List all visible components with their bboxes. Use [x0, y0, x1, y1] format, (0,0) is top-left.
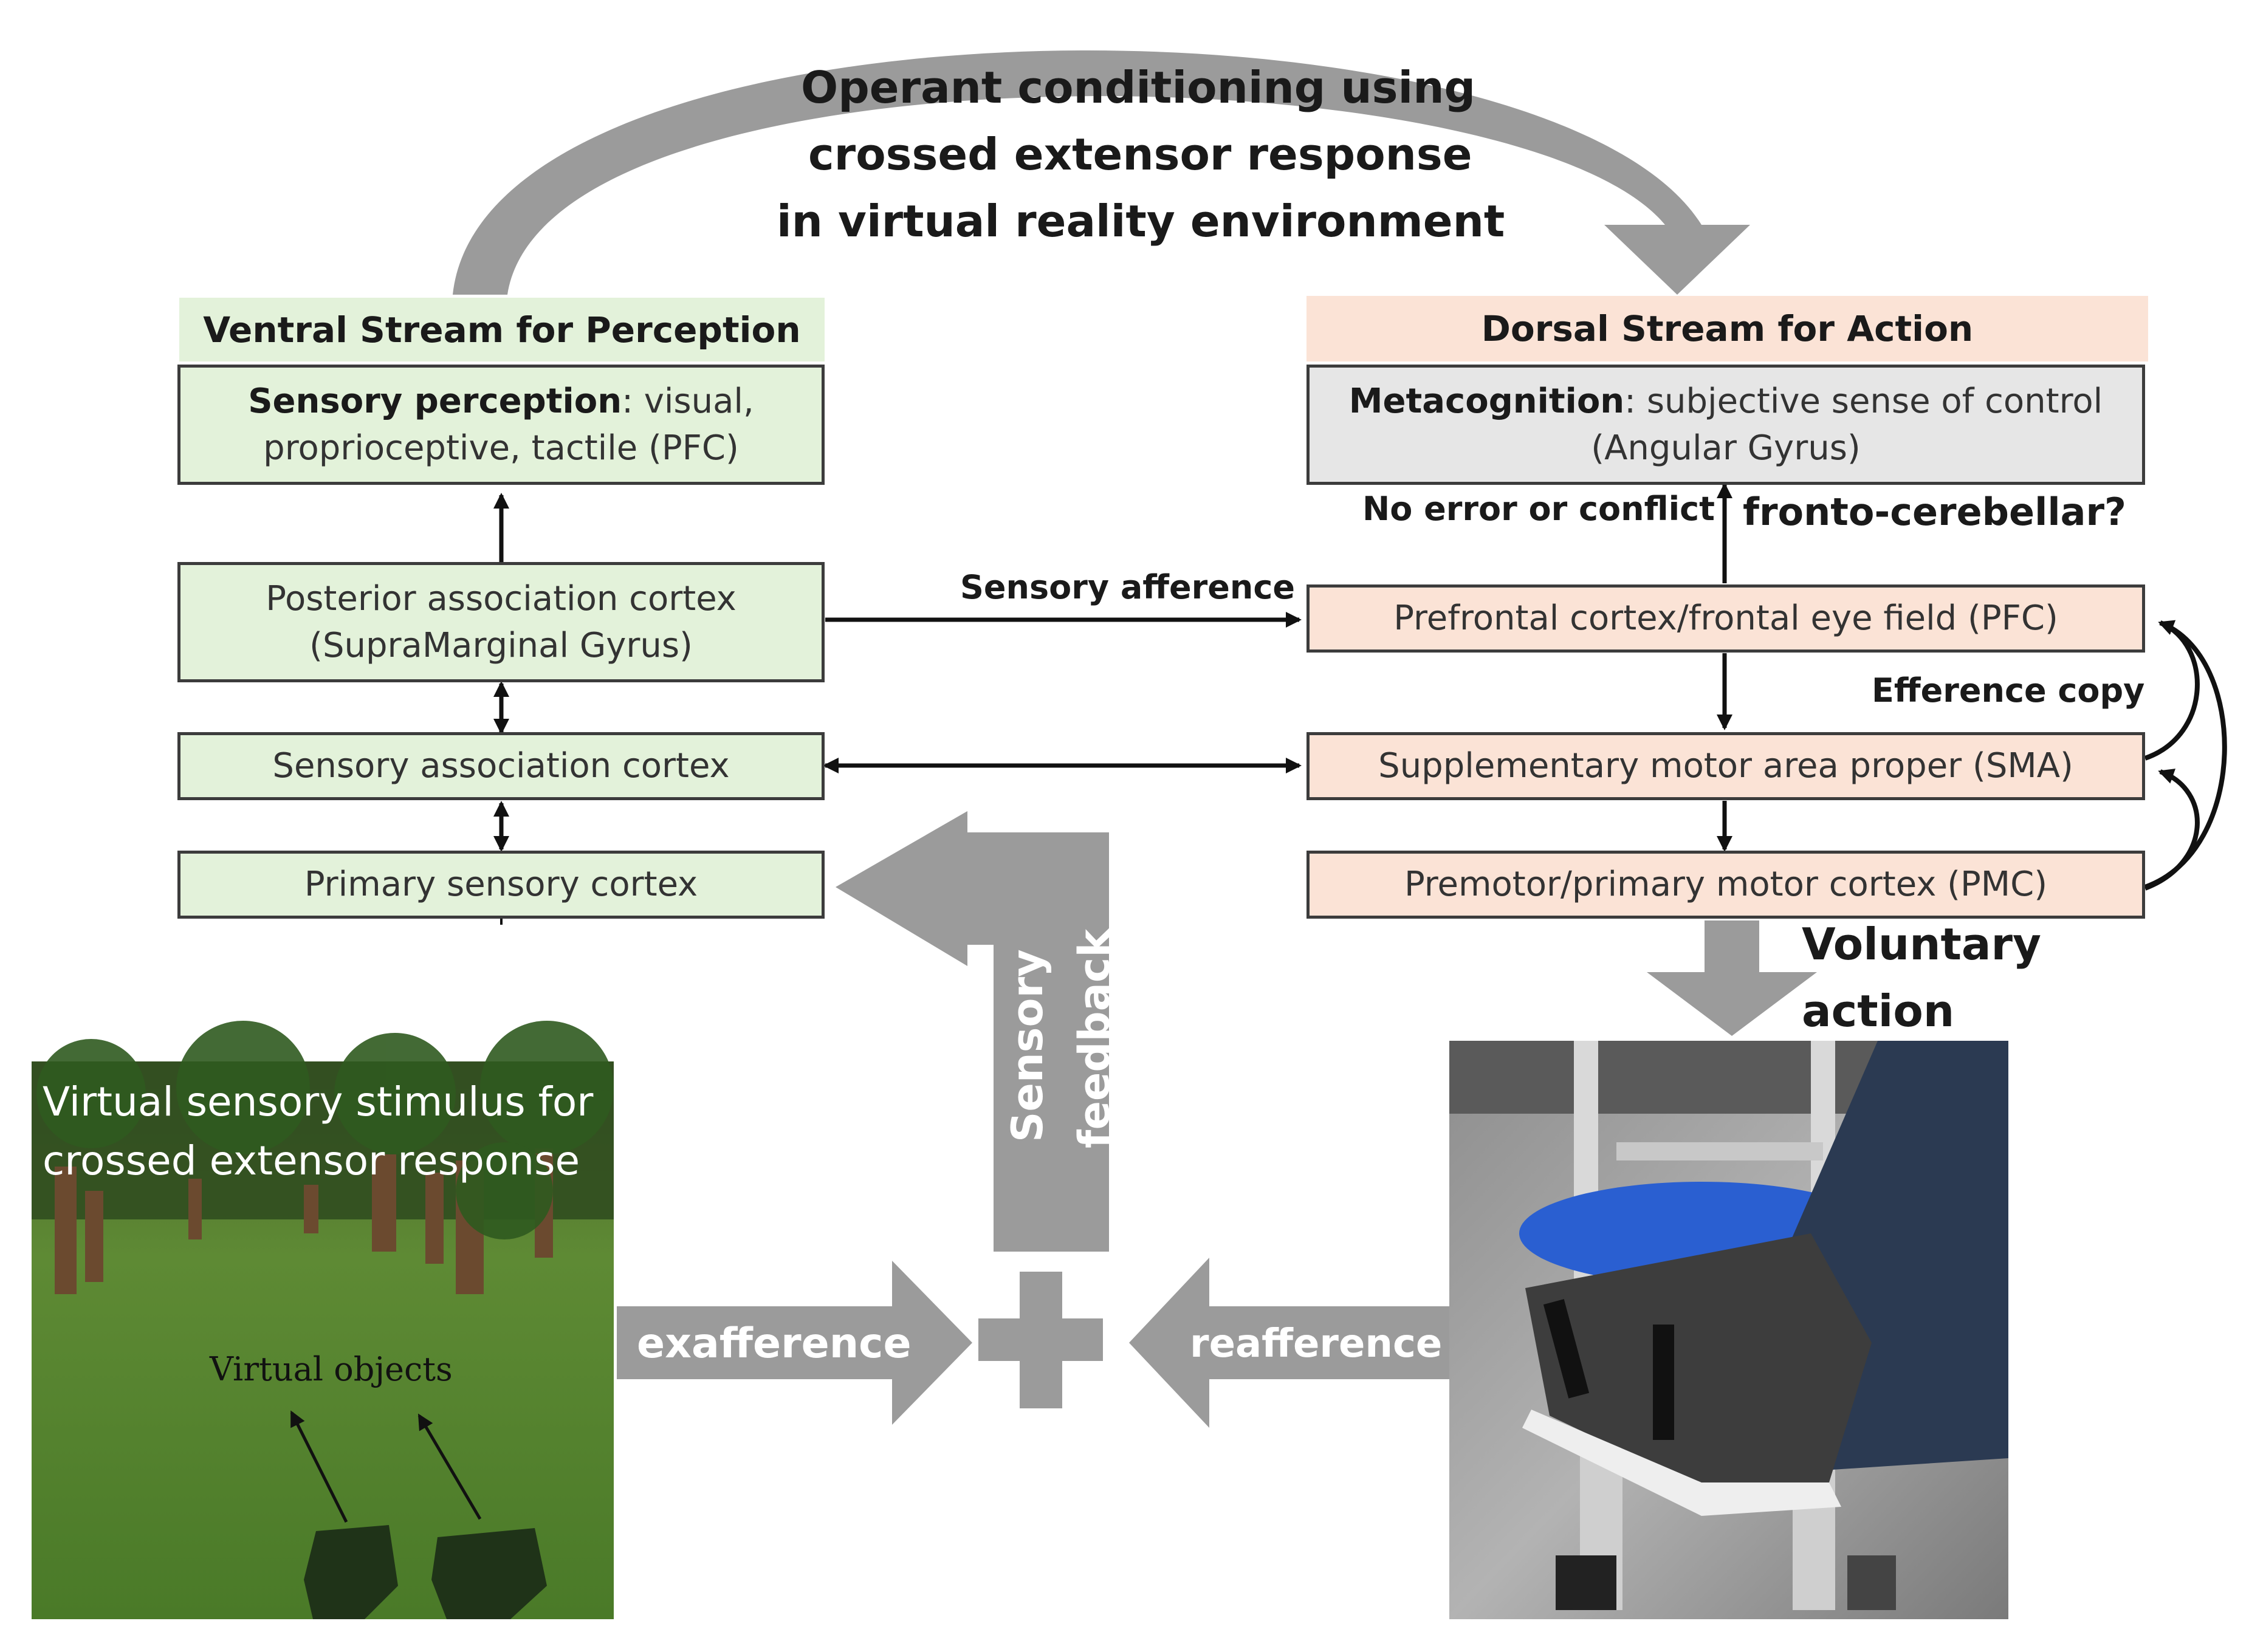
operant-curved-arrow [453, 50, 1750, 295]
posterior-line-1: Posterior association cortex [266, 578, 737, 619]
lab-photo [1449, 1041, 2008, 1619]
sensory-afference-label: Sensory afference [960, 568, 1295, 606]
virtual-objects-label: Virtual objects [210, 1350, 453, 1388]
sensory-feedback-line-1: Sensory [1003, 949, 1052, 1142]
title-line-1: Operant conditioning using [801, 62, 1475, 113]
sensory-perception-detail: : visual, proprioceptive, tactile (PFC) [263, 381, 754, 468]
voluntary-action-line-2: action [1802, 985, 1955, 1037]
efference-copy-label: Efference copy [1872, 671, 2145, 710]
metacognition-label: Metacognition [1348, 381, 1625, 421]
posterior-association-box: Posterior association cortex (SupraMargi… [177, 562, 825, 682]
reafference-label: reafference [1190, 1321, 1443, 1366]
fronto-cerebellar-label: fronto-cerebellar? [1743, 490, 2126, 534]
vr-caption-line-2: crossed extensor response [43, 1137, 580, 1184]
pmc-box: Premotor/primary motor cortex (PMC) [1306, 851, 2145, 919]
plus-icon [978, 1272, 1103, 1408]
sensory-feedback-arrow [836, 811, 1109, 1252]
reafference-arrow [1129, 1258, 1449, 1428]
sensory-feedback-line-2: feedback [1070, 929, 1119, 1148]
sma-box: Supplementary motor area proper (SMA) [1306, 732, 2145, 800]
posterior-line-2: (SupraMarginal Gyrus) [309, 626, 693, 665]
title-line-3: in virtual reality environment [777, 196, 1505, 247]
exafference-label: exafference [637, 1320, 912, 1368]
no-error-label: No error or conflict [1362, 490, 1715, 528]
metacognition-detail: : subjective sense of control (Angular G… [1591, 381, 2103, 468]
pfc-box: Prefrontal cortex/frontal eye field (PFC… [1306, 584, 2145, 653]
voluntary-action-arrow [1647, 920, 1817, 1036]
exafference-arrow [617, 1261, 972, 1425]
ventral-stream-header: Ventral Stream for Perception [179, 298, 825, 362]
sensory-association-box: Sensory association cortex [177, 732, 825, 800]
voluntary-action-line-1: Voluntary [1802, 919, 2041, 970]
arrow-efference-sma-pfc [2144, 620, 2200, 761]
sensory-perception-label: Sensory perception [248, 381, 622, 421]
primary-sensory-box: Primary sensory cortex [177, 851, 825, 919]
arrow-efference-pmc-sma [2144, 769, 2200, 891]
dorsal-stream-header: Dorsal Stream for Action [1306, 296, 2148, 362]
title-line-2: crossed extensor response [808, 129, 1472, 180]
vr-scene-image [32, 1021, 614, 1619]
vr-caption-line-1: Virtual sensory stimulus for [43, 1078, 594, 1125]
metacognition-box: Metacognition: subjective sense of contr… [1306, 365, 2145, 485]
sensory-perception-box: Sensory perception: visual, propriocepti… [177, 365, 825, 485]
